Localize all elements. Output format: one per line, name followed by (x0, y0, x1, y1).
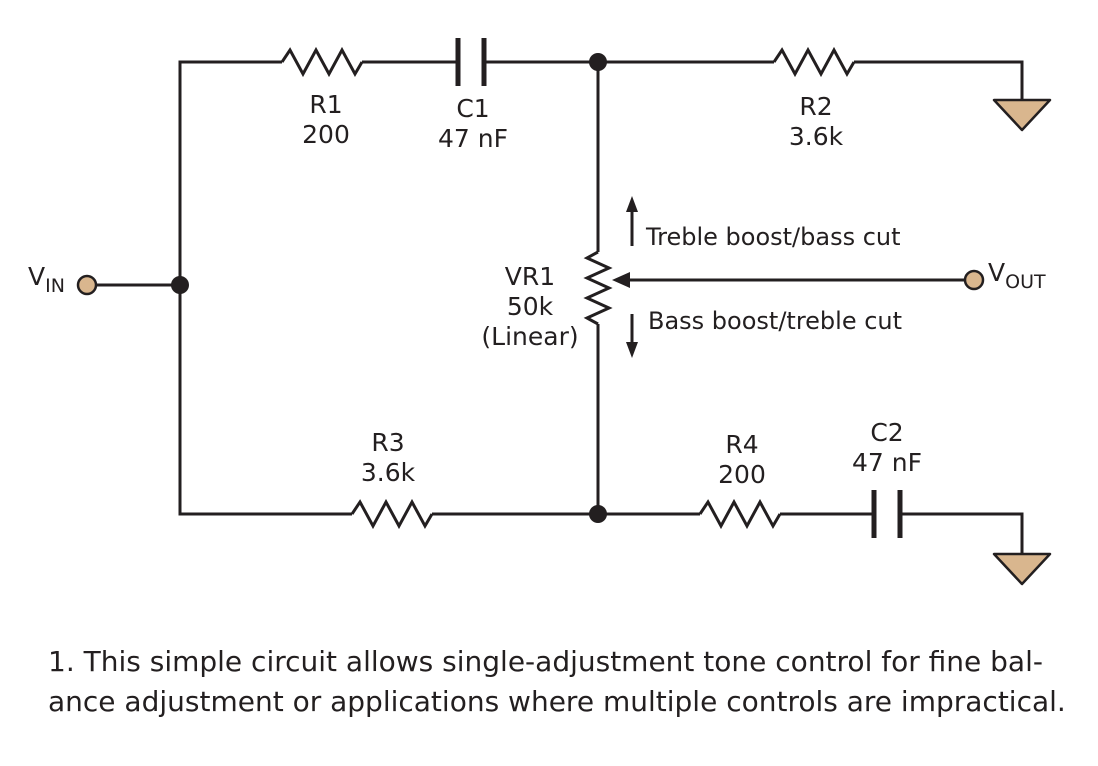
annotation-bass: Bass boost/treble cut (648, 306, 902, 336)
bass-text: Bass boost/treble cut (648, 307, 903, 335)
caption-line-1: 1. This simple circuit allows single-adj… (48, 645, 1043, 678)
r3-name: R3 (371, 428, 405, 457)
label-r3: R3 3.6k (356, 428, 420, 488)
wiper-arrowhead (612, 272, 630, 288)
ground-symbol-top (992, 98, 1052, 132)
vr1-value: 50k (506, 292, 554, 321)
label-r2: R2 3.6k (784, 92, 848, 152)
r3-value: 3.6k (360, 458, 416, 487)
r2-value: 3.6k (788, 122, 844, 151)
wire-r2-ground (854, 60, 1024, 100)
r4-value: 200 (718, 460, 766, 489)
vr1-note: (Linear) (481, 322, 579, 351)
resistor-r1 (280, 46, 364, 78)
r1-value: 200 (302, 120, 350, 149)
r2-name: R2 (799, 92, 833, 121)
terminal-vin (76, 274, 98, 296)
vout-sub: OUT (1005, 271, 1046, 293)
ground-symbol-bottom (992, 552, 1052, 586)
r4-name: R4 (725, 430, 759, 459)
caption-line-2: ance adjustment or applications where mu… (48, 685, 1066, 718)
label-vin: VIN (28, 262, 65, 301)
c1-value: 47 nF (438, 124, 508, 153)
wire-top-left (178, 60, 282, 285)
label-r4: R4 200 (710, 430, 774, 490)
label-c2: C2 47 nF (842, 418, 932, 478)
label-c1: C1 47 nF (428, 94, 518, 154)
label-r1: R1 200 (294, 90, 358, 150)
label-vout: VOUT (988, 258, 1046, 297)
vin-main: V (28, 262, 46, 291)
figure-caption: 1. This simple circuit allows single-adj… (48, 642, 1078, 722)
vout-main: V (988, 258, 1006, 287)
wire-c2-ground (900, 512, 1024, 554)
vin-sub: IN (45, 275, 65, 297)
potentiometer-vr1 (583, 250, 613, 326)
junction-node-left (171, 276, 189, 294)
resistor-r2 (772, 46, 856, 78)
schematic-drawing (76, 38, 1052, 586)
annotation-treble: Treble boost/bass cut (646, 222, 901, 252)
r1-name: R1 (309, 90, 343, 119)
junction-node-bottom (589, 505, 607, 523)
resistor-r4 (698, 498, 782, 530)
c2-value: 47 nF (852, 448, 922, 477)
bass-arrow-icon (626, 314, 638, 358)
vr1-name: VR1 (504, 262, 556, 291)
terminal-vout (963, 269, 985, 291)
wire-bottom-left (178, 285, 352, 516)
resistor-r3 (350, 498, 434, 530)
c2-name: C2 (870, 418, 904, 447)
label-vr1: VR1 50k (Linear) (478, 262, 582, 352)
junction-node-top (589, 53, 607, 71)
circuit-diagram: R1 200 C1 47 nF R2 3.6k VR1 50k (Linear)… (28, 38, 1052, 586)
treble-text: Treble boost/bass cut (646, 223, 901, 251)
c1-name: C1 (456, 94, 490, 123)
treble-arrow-icon (626, 196, 638, 246)
